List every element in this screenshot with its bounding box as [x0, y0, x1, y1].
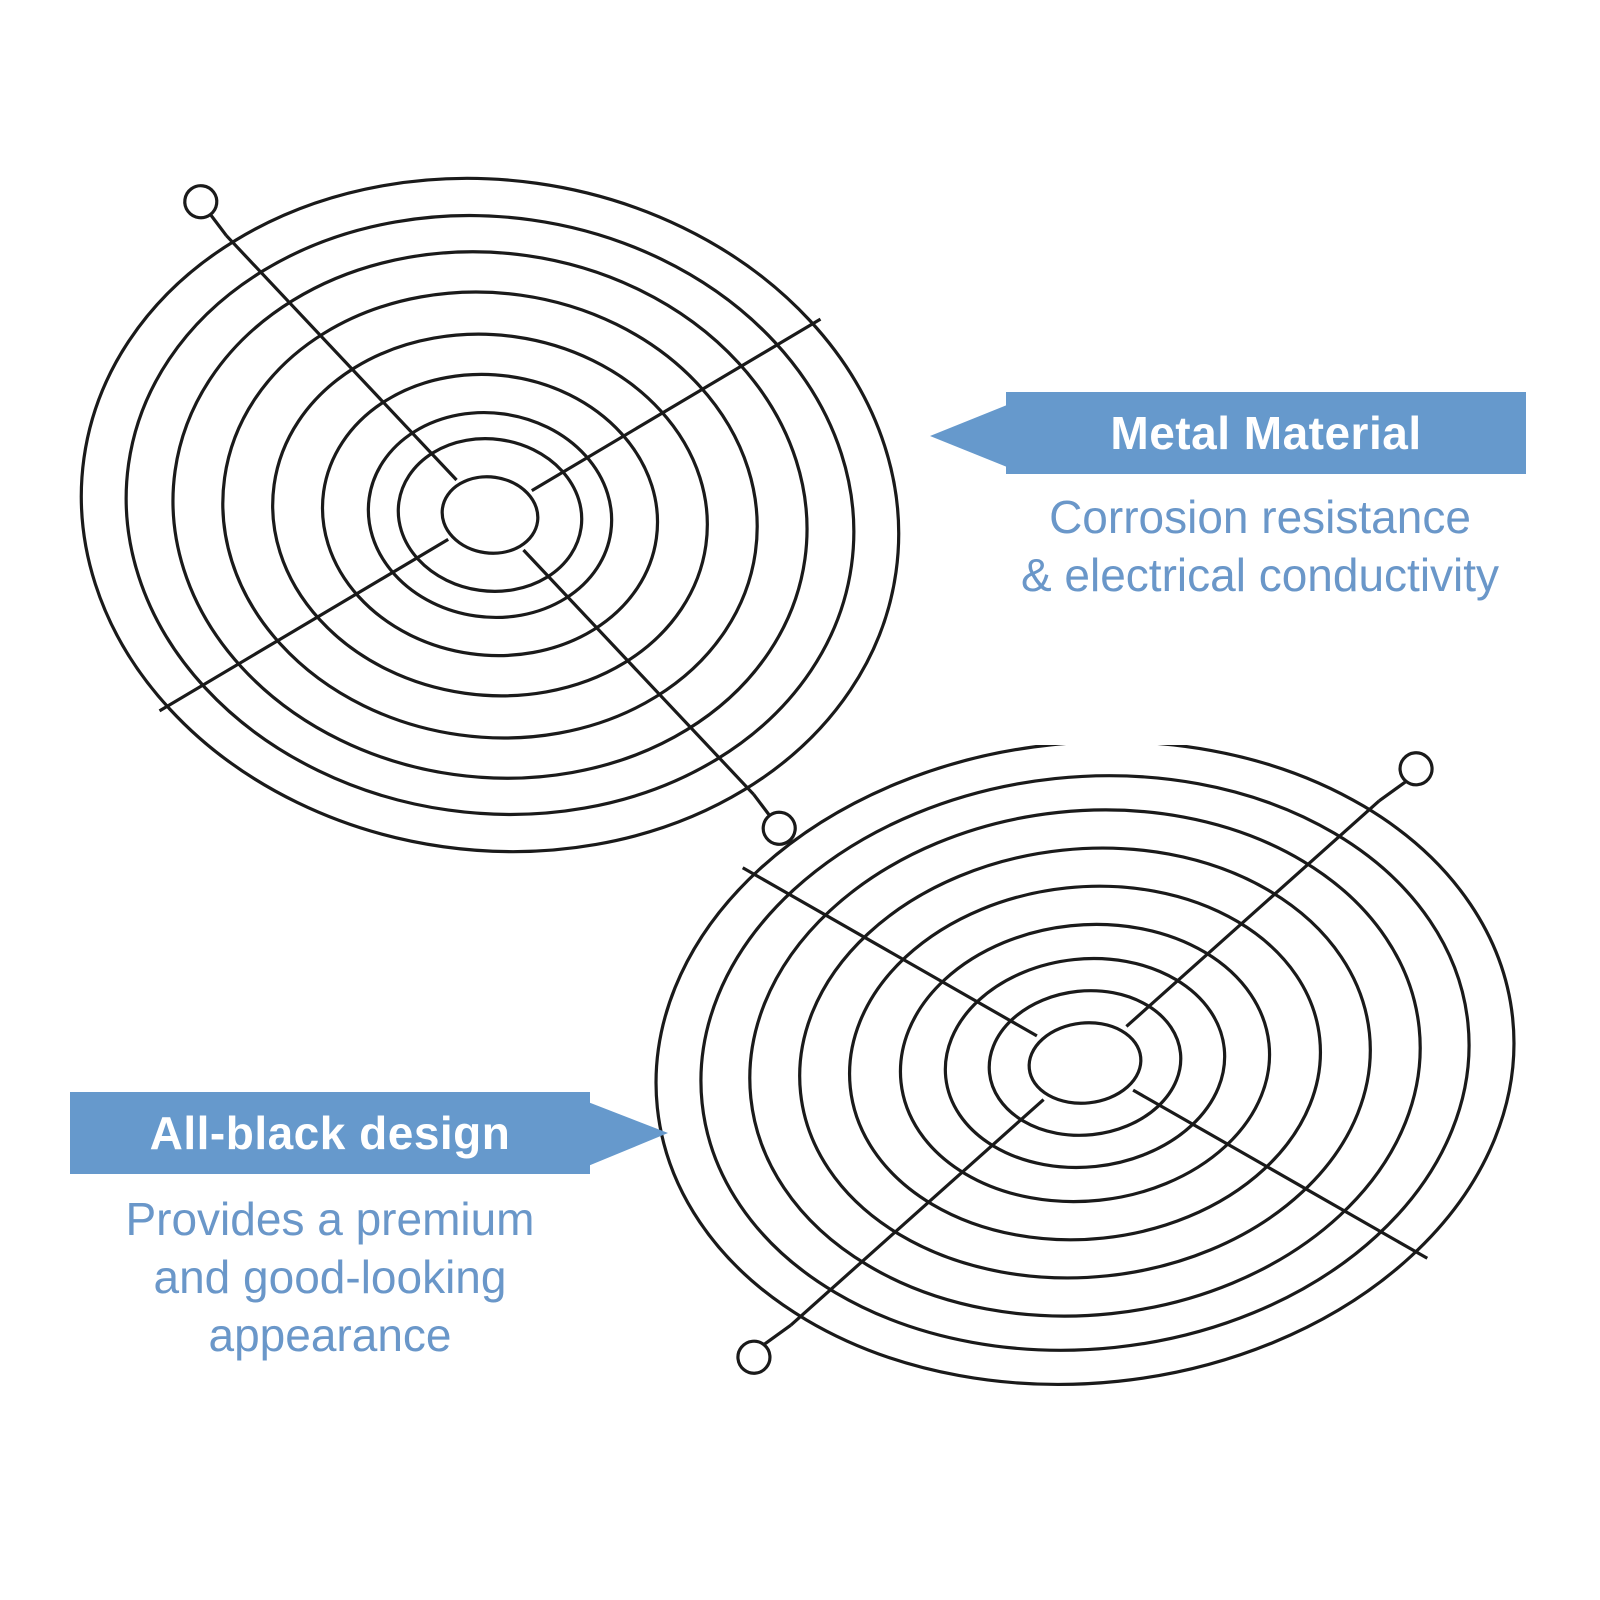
top-caption-line-1: Corrosion resistance	[1049, 491, 1471, 543]
bottom-caption-line-3: appearance	[208, 1309, 452, 1361]
top-fan-grill	[60, 170, 920, 890]
top-callout-pointer	[930, 403, 1012, 469]
bottom-callout-pointer	[588, 1102, 668, 1166]
top-callout-description: Corrosion resistance & electrical conduc…	[970, 488, 1550, 604]
bottom-fan-grill	[640, 745, 1540, 1405]
bottom-fan-grill-icon	[654, 745, 1516, 1387]
bottom-caption-line-2: and good-looking	[153, 1251, 507, 1303]
top-fan-grill-icon	[79, 176, 901, 854]
top-callout-heading: Metal Material	[1006, 392, 1526, 474]
bottom-callout-description: Provides a premium and good-looking appe…	[40, 1190, 620, 1364]
top-caption-line-2: & electrical conductivity	[1020, 549, 1500, 601]
bottom-callout-heading: All-black design	[70, 1092, 590, 1174]
bottom-caption-line-1: Provides a premium	[125, 1193, 535, 1245]
